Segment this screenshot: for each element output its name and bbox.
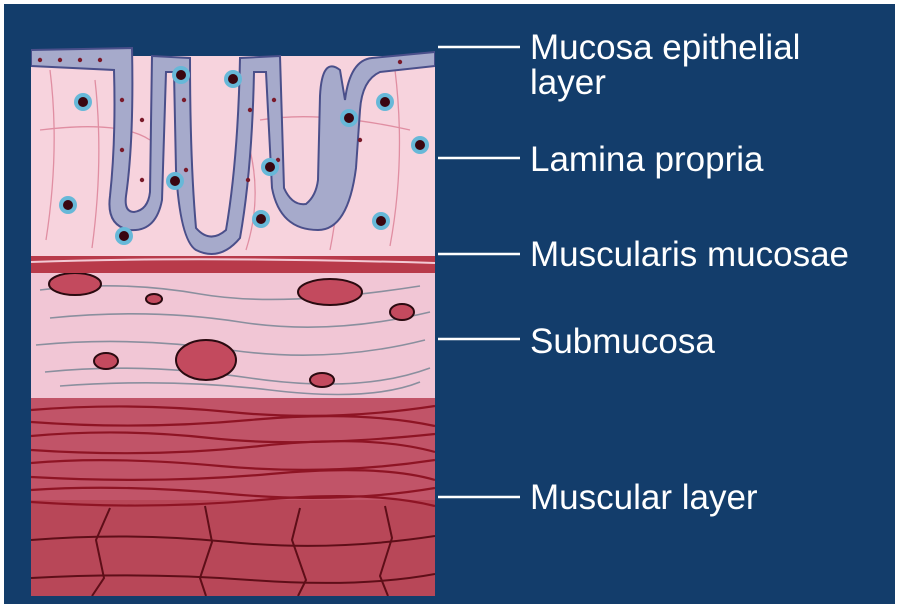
label-submucosa: Submucosa: [530, 324, 715, 359]
label-muscular-layer: Muscular layer: [530, 480, 758, 515]
label-mucosa-epithelial-layer: Mucosa epithelial layer: [530, 30, 800, 100]
label-mucosa-line2: layer: [530, 65, 800, 100]
label-muscularis-mucosae: Muscularis mucosae: [530, 237, 849, 272]
label-mucosa-line1: Mucosa epithelial: [530, 30, 800, 65]
muscularis-mucosae-band: [31, 255, 435, 273]
leader-lines: [438, 47, 520, 497]
label-lamina-propria: Lamina propria: [530, 142, 763, 177]
